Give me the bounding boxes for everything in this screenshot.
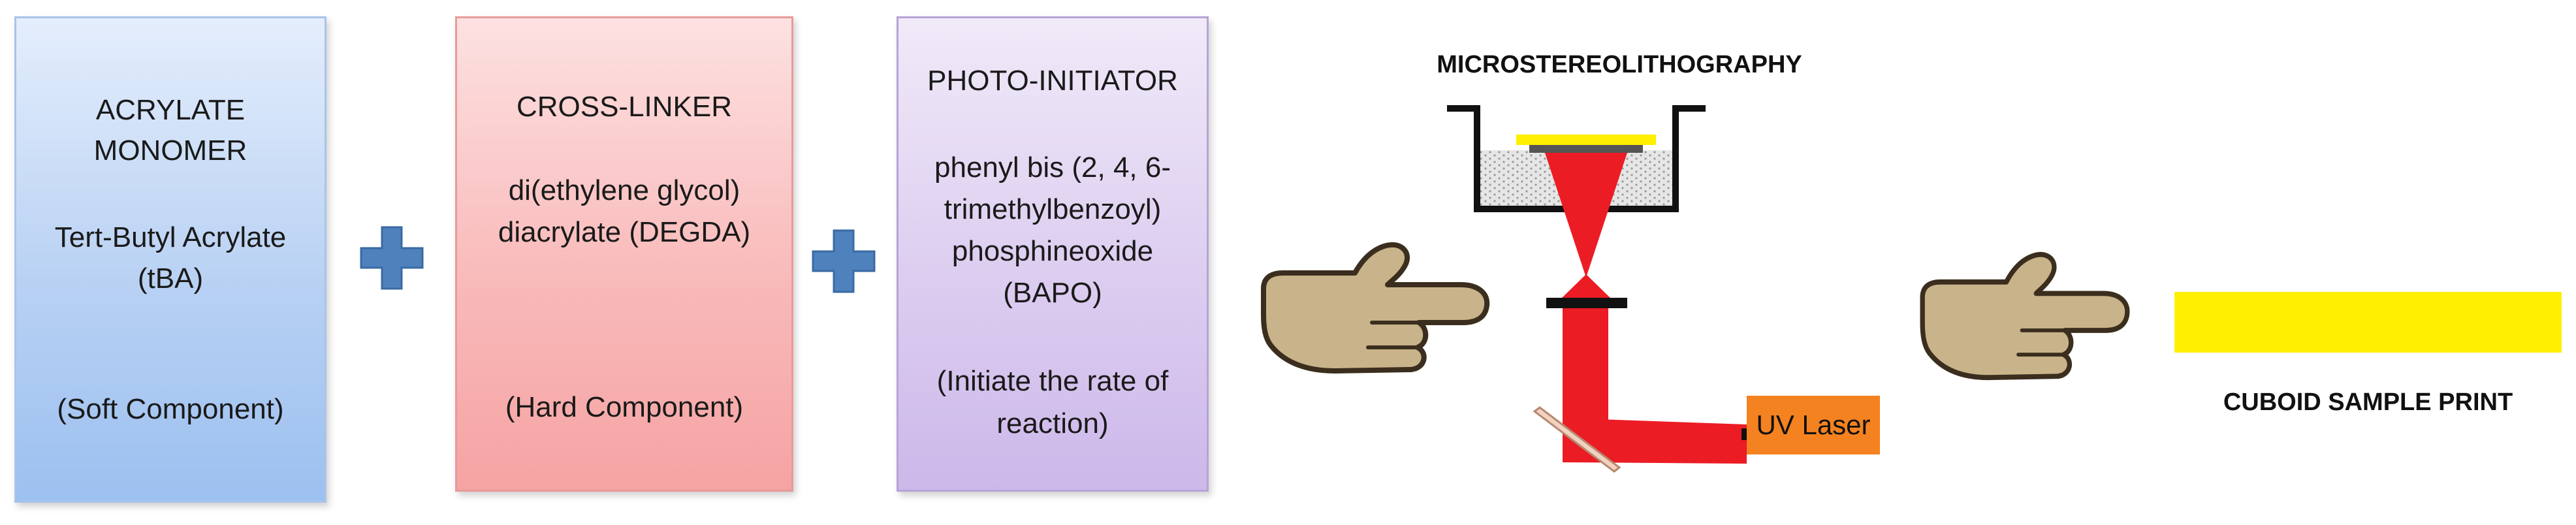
monomer-title-line2: MONOMER bbox=[93, 135, 247, 167]
photoinitiator-name-line4: (BAPO) bbox=[1003, 277, 1102, 309]
diverging-beam bbox=[1559, 274, 1613, 300]
horizontal-beam bbox=[1563, 418, 1747, 464]
pointing-hand-icon bbox=[1261, 242, 1490, 374]
platform-holder bbox=[1529, 145, 1643, 153]
lens bbox=[1546, 298, 1627, 308]
focused-beam bbox=[1545, 153, 1627, 278]
acrylate-monomer-box: ACRYLATE MONOMER Tert-Butyl Acrylate (tB… bbox=[14, 16, 326, 503]
crosslinker-title: CROSS-LINKER bbox=[516, 91, 733, 123]
cross-linker-box: CROSS-LINKER di(ethylene glycol) diacryl… bbox=[455, 16, 793, 492]
photoinitiator-name-line3: phosphineoxide bbox=[951, 235, 1154, 267]
process-title: MICROSTEREOLITHOGRAPHY bbox=[1437, 51, 1802, 78]
cuboid-sample bbox=[2174, 292, 2562, 353]
build-platform bbox=[1516, 135, 1656, 145]
pointing-hand-icon bbox=[1920, 251, 2130, 381]
plus-icon bbox=[812, 229, 876, 293]
crosslinker-role: (Hard Component) bbox=[505, 391, 744, 423]
photo-initiator-box: PHOTO-INITIATOR phenyl bis (2, 4, 6- tri… bbox=[897, 16, 1209, 492]
photoinitiator-role-line2: reaction) bbox=[996, 407, 1109, 439]
mirror-icon bbox=[1533, 406, 1621, 473]
uv-laser-label: UV Laser bbox=[1747, 396, 1880, 454]
cuboid-label: CUBOID SAMPLE PRINT bbox=[2223, 389, 2513, 416]
crosslinker-name-line2: diacrylate (DEGDA) bbox=[498, 216, 751, 248]
photoinitiator-role-line1: (Initiate the rate of bbox=[936, 365, 1169, 397]
photoinitiator-name-line2: trimethylbenzoyl) bbox=[944, 193, 1162, 225]
monomer-role: (Soft Component) bbox=[57, 393, 284, 425]
photoinitiator-name-line1: phenyl bis (2, 4, 6- bbox=[934, 151, 1171, 183]
crosslinker-name-line1: di(ethylene glycol) bbox=[508, 174, 740, 206]
monomer-title-line1: ACRYLATE bbox=[95, 94, 246, 126]
microstereolithography-setup bbox=[1447, 105, 1749, 473]
monomer-name-line1: Tert-Butyl Acrylate bbox=[54, 221, 287, 253]
photoinitiator-title: PHOTO-INITIATOR bbox=[927, 65, 1178, 97]
plus-icon bbox=[360, 226, 424, 290]
monomer-name-line2: (tBA) bbox=[137, 262, 204, 294]
